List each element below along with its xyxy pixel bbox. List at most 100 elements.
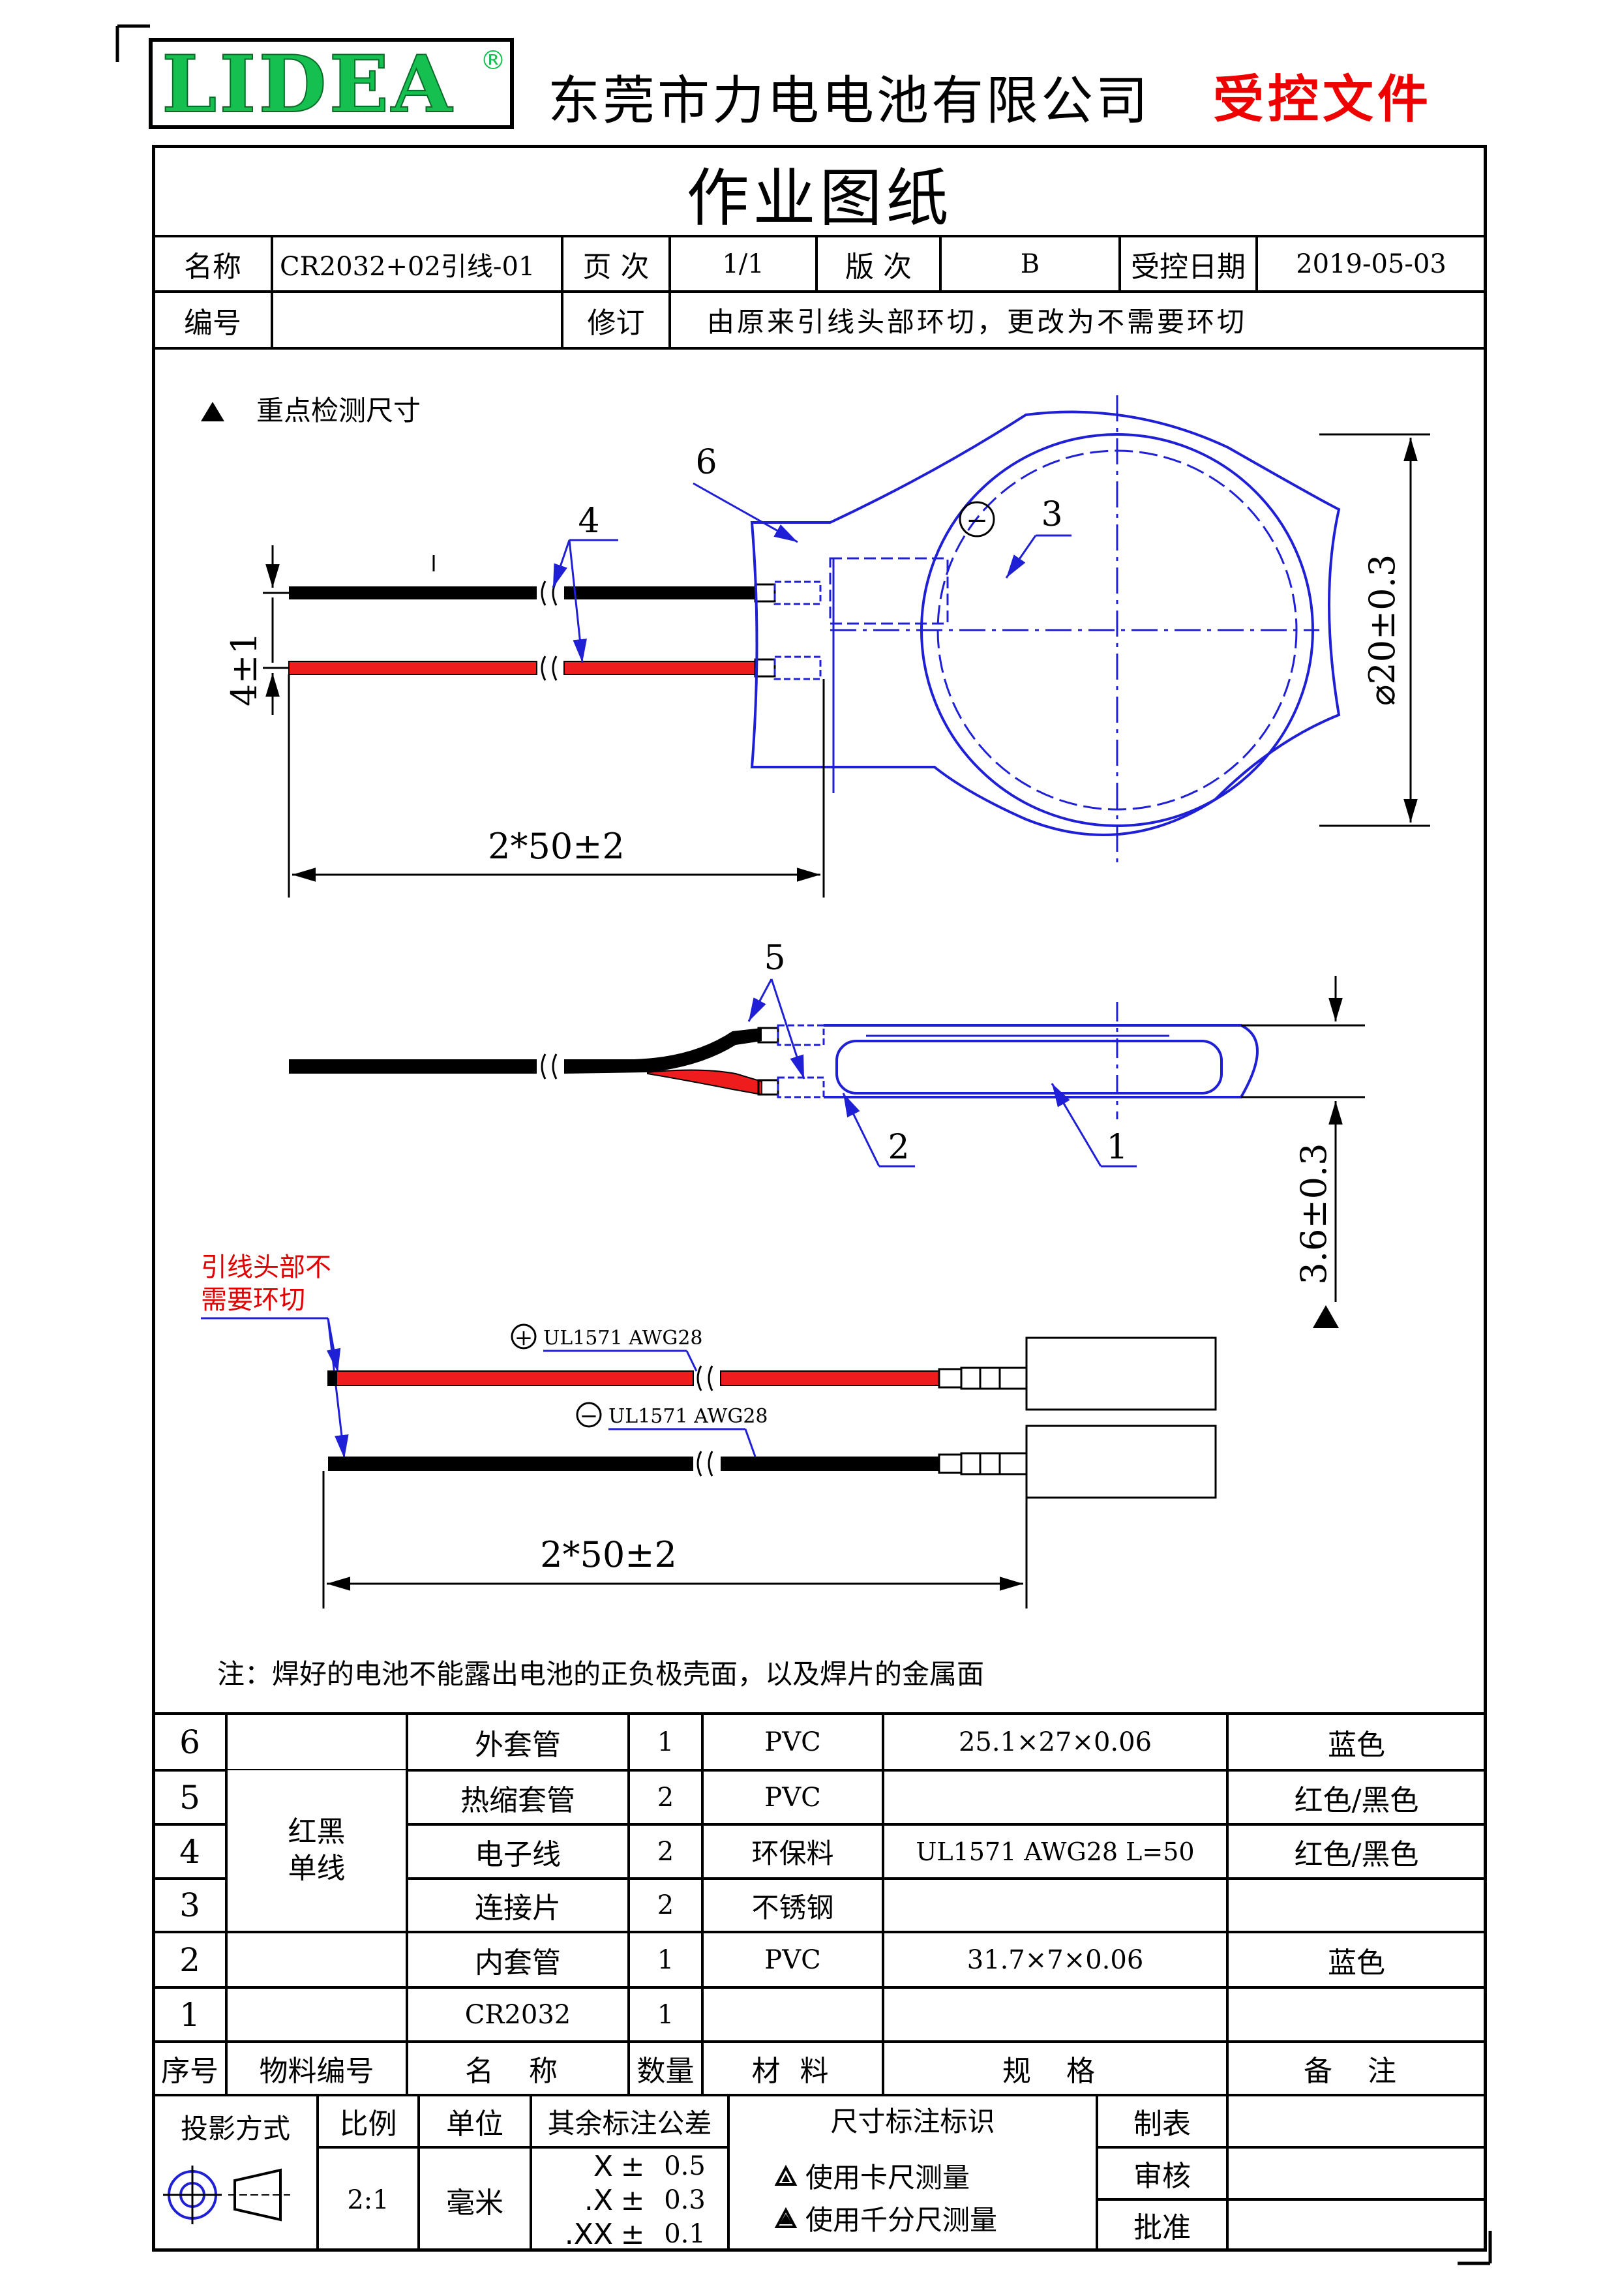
projection-label: 投影方式 <box>180 2112 290 2145</box>
code-label: 编号 <box>184 306 241 340</box>
outer-sleeve-outline <box>750 410 1341 836</box>
dim-length-top: 2*50±2 <box>488 826 625 867</box>
bom-line <box>152 2094 1487 2096</box>
bom-material: PVC <box>764 1727 821 1757</box>
wire-spec-positive: UL1571 AWG28 <box>543 1327 703 1350</box>
bom-spec <box>884 1772 1226 1823</box>
bom-line <box>152 1877 1487 1880</box>
approve-label: 批准 <box>1133 2211 1191 2244</box>
cell-body-side <box>835 1040 1223 1095</box>
bom-material: PVC <box>764 1782 821 1813</box>
unit-value: 毫米 <box>446 2186 503 2220</box>
company-name: 东莞市力电电池有限公司 <box>548 70 1150 131</box>
tol-val: 0.3 <box>664 2185 706 2215</box>
projection-symbol-icon <box>163 2166 290 2224</box>
scale-label: 比例 <box>339 2107 397 2141</box>
bom-material <box>704 1989 882 2040</box>
bom-no: 5 <box>179 1778 200 1817</box>
info-line <box>271 235 273 347</box>
info-line <box>561 235 563 347</box>
bom-remark <box>1229 1880 1484 1931</box>
dim-pitch: 4±1 <box>224 632 265 706</box>
registered-icon: ® <box>480 46 506 76</box>
group-merge <box>228 1770 406 1930</box>
hdr-qty: 数量 <box>637 2055 695 2088</box>
minus-sign-wire: − <box>580 1403 599 1429</box>
page-label: 页 次 <box>582 250 650 284</box>
bom-qty: 1 <box>657 1944 674 1975</box>
key-dim-legend: 重点检测尺寸 <box>256 395 421 427</box>
bom-spec <box>884 1989 1226 2040</box>
footer-line <box>316 2146 727 2149</box>
bom-no: 1 <box>179 1995 200 2034</box>
bom-no: 2 <box>179 1941 200 1979</box>
hdr-name: 名 称 <box>465 2055 571 2088</box>
red-wire-top <box>288 661 537 675</box>
dim-diameter: ⌀20±0.3 <box>1362 554 1403 706</box>
connector-box-negative <box>1025 1425 1217 1499</box>
dim-mark-caliper-text: 使用卡尺测量 <box>805 2161 970 2194</box>
bom-remark <box>1229 1989 1484 2040</box>
bom-remark: 红色/黑色 <box>1294 1783 1419 1817</box>
info-line <box>152 347 1487 350</box>
dim-mark-caliper: 使用卡尺测量 <box>773 2156 970 2195</box>
connector-box-positive <box>1025 1337 1217 1411</box>
red-wire-top-right <box>563 661 757 675</box>
bom-spec <box>884 1880 1226 1931</box>
bom-line <box>1226 1712 1229 2094</box>
hdr-no: 序号 <box>161 2055 218 2088</box>
info-line <box>1255 235 1258 291</box>
black-wire-assembly <box>328 1457 693 1471</box>
info-line <box>152 235 1487 237</box>
bom-code <box>228 1989 406 2040</box>
black-wire-side <box>289 1059 537 1074</box>
unit-label: 单位 <box>446 2107 503 2141</box>
footer-line <box>1096 2094 1098 2252</box>
key-dim-triangle-icon <box>201 402 224 421</box>
bom-line <box>627 1712 630 2094</box>
note-red-line1: 引线头部不 <box>201 1252 331 1282</box>
info-line <box>939 235 942 291</box>
info-line <box>668 235 671 347</box>
revision-value: 由原来引线头部环切，更改为不需要环切 <box>707 306 1248 338</box>
bom-material: PVC <box>764 1944 821 1975</box>
bom-line <box>152 2040 1487 2043</box>
negative-sign: − <box>966 506 988 536</box>
tol-fmt: .X <box>584 2183 613 2217</box>
sheet-title: 作业图纸 <box>686 161 953 235</box>
footer-line <box>1226 2094 1229 2252</box>
tol-pm: ± <box>620 2183 645 2217</box>
callout-6: 6 <box>695 443 717 482</box>
info-line <box>152 290 1487 293</box>
bom-line <box>152 1986 1487 1989</box>
logo-text: LIDEA <box>161 38 455 130</box>
info-line <box>1118 235 1121 291</box>
bom-spec: UL1571 AWG28 L=50 <box>916 1837 1195 1866</box>
code-value <box>273 293 561 347</box>
callout-4: 4 <box>578 502 599 541</box>
dim-mark-micrometer-text: 使用千分尺测量 <box>805 2203 998 2236</box>
tol-pm: ± <box>620 2149 645 2183</box>
bom-remark: 蓝色 <box>1328 1728 1385 1762</box>
bom-qty: 2 <box>657 1890 674 1920</box>
caliper-triangle-icon <box>774 2164 798 2186</box>
footer-line <box>727 2094 730 2252</box>
footer-line <box>1096 2146 1487 2149</box>
footer-line <box>417 2094 420 2252</box>
black-wire-top <box>289 586 537 599</box>
bom-remark: 蓝色 <box>1328 1946 1385 1980</box>
wire-spec-negative: UL1571 AWG28 <box>608 1405 768 1428</box>
black-wire-top-right <box>564 586 757 599</box>
bom-line <box>152 1931 1487 1933</box>
bom-name: 内套管 <box>475 1946 561 1980</box>
dim-thickness: 3.6±0.3 <box>1293 1143 1334 1284</box>
bom-qty: 2 <box>657 1836 674 1867</box>
make-label: 制表 <box>1133 2107 1191 2141</box>
bom-material: 环保料 <box>751 1837 834 1869</box>
lidea-logo: LIDEA ® <box>149 38 514 129</box>
tol-val: 0.1 <box>664 2219 706 2249</box>
scale-value: 2:1 <box>347 2185 389 2215</box>
dim-length-bottom: 2*50±2 <box>540 1534 677 1575</box>
bom-group-line1: 红黑 <box>288 1815 346 1849</box>
bom-spec: 31.7×7×0.06 <box>966 1944 1144 1975</box>
